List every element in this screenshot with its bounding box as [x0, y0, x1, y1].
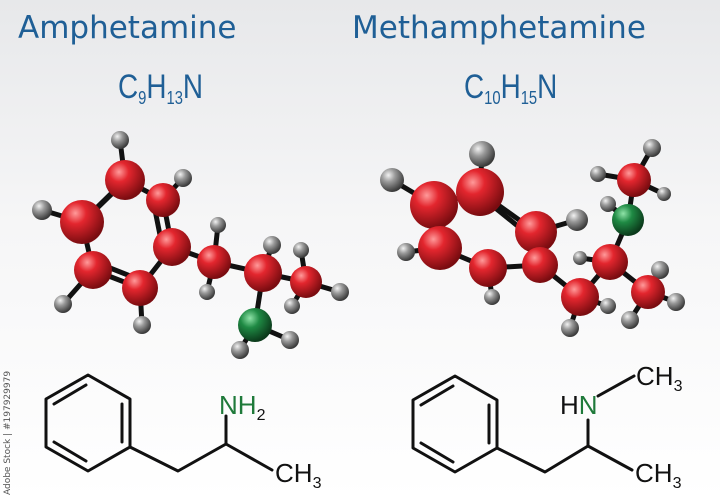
methamphetamine-top-ch3-label: CH3	[636, 361, 683, 395]
amphetamine-skeletal-formula	[44, 373, 274, 473]
amphetamine-nh-label: NH2	[219, 390, 266, 424]
amphetamine-3d-model	[32, 131, 349, 359]
stock-watermark: Adobe Stock | #197929979	[3, 370, 13, 495]
methamphetamine-hn-label: HN	[560, 390, 598, 420]
amphetamine-title: Amphetamine	[18, 10, 237, 46]
methamphetamine-ch3-label: CH3	[635, 458, 682, 492]
methamphetamine-3d-model	[380, 139, 685, 337]
amphetamine-ch3-label: CH3	[275, 458, 322, 492]
amphetamine-formula: C9H13N	[118, 68, 204, 108]
methamphetamine-title: Methamphetamine	[352, 10, 646, 46]
methamphetamine-formula: C10H15N	[464, 68, 558, 108]
methamphetamine-skeletal-formula	[411, 374, 636, 474]
